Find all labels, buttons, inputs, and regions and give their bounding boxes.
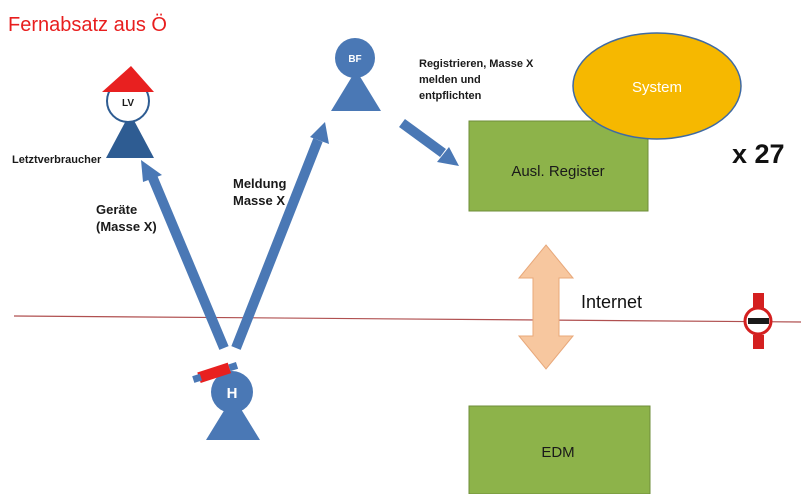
arrow-meldung [231,122,329,350]
h-label: H [227,385,238,402]
registrieren-label-line3: entpflichten [419,90,482,102]
h-figure: H [192,362,260,440]
blocked-icon [743,293,773,349]
page-title: Fernabsatz aus Ö [8,14,167,36]
lv-label: LV [122,98,134,109]
divider-line [13,315,801,323]
registrieren-label-line1: Registrieren, Masse X [419,58,534,70]
internet-label: Internet [581,292,642,312]
ausl-register-label: Ausl. Register [511,163,604,180]
system-label: System [632,79,682,96]
bf-figure: BF [331,38,381,111]
meldung-label-line2: Masse X [233,193,285,208]
letztverbraucher-figure: LV [102,66,154,158]
geraete-label-line2: (Masse X) [96,219,157,234]
edm-label: EDM [541,444,574,461]
letztverbraucher-label: Letztverbraucher [12,154,102,166]
registrieren-label-line2: melden und [419,74,481,86]
arrow-geraete [141,160,229,350]
bf-label: BF [348,54,361,65]
geraete-label-line1: Geräte [96,202,137,217]
meldung-label-line1: Meldung [233,176,286,191]
ausl-register-box [468,120,649,212]
arrow-bf-to-register [399,118,459,166]
multiplier-label: x 27 [732,139,785,169]
edm-box [468,405,651,494]
internet-double-arrow [517,244,575,370]
system-ellipse [572,32,742,140]
